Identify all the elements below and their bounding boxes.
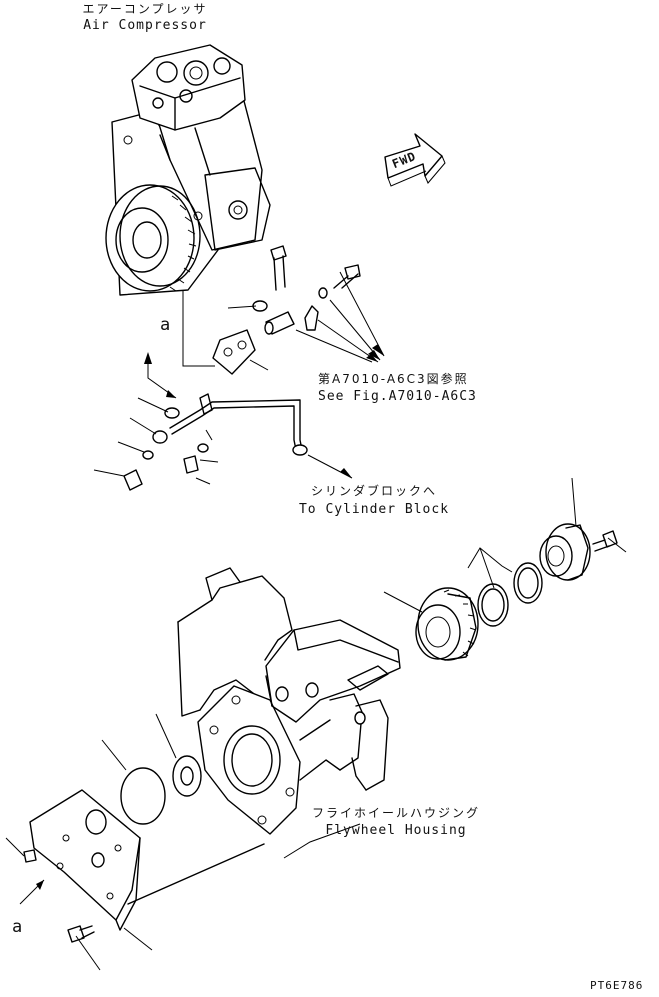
reference-a-bottom: a (12, 917, 24, 937)
seal-and-gasket (120, 755, 202, 825)
see-fig-label-ja: 第A7010-A6C3図参照 (318, 372, 469, 386)
air-compressor-label-ja: エアーコンプレッサ (82, 2, 208, 16)
flywheel-housing-label-en: Flywheel Housing (325, 823, 467, 838)
bearing-and-gear-set (415, 523, 618, 661)
fwd-arrow-icon (384, 133, 446, 187)
reference-a-top: a (160, 315, 172, 335)
drawing-code: PT6E786 (590, 979, 644, 992)
see-fig-label-en: See Fig.A7010-A6C3 (318, 389, 477, 404)
air-compressor (105, 44, 271, 296)
to-cylinder-label-en: To Cylinder Block (298, 502, 450, 517)
to-cylinder-label-ja: シリンダブロックへ (310, 484, 438, 498)
lubrication-tube-assembly (123, 245, 361, 491)
leader-lines (5, 271, 627, 971)
arrow-heads (36, 344, 384, 890)
flywheel-housing (127, 567, 401, 905)
air-compressor-label-en: Air Compressor (83, 18, 207, 33)
flywheel-housing-label-ja: フライホイールハウジング (311, 806, 481, 820)
cover-plate (23, 789, 141, 943)
